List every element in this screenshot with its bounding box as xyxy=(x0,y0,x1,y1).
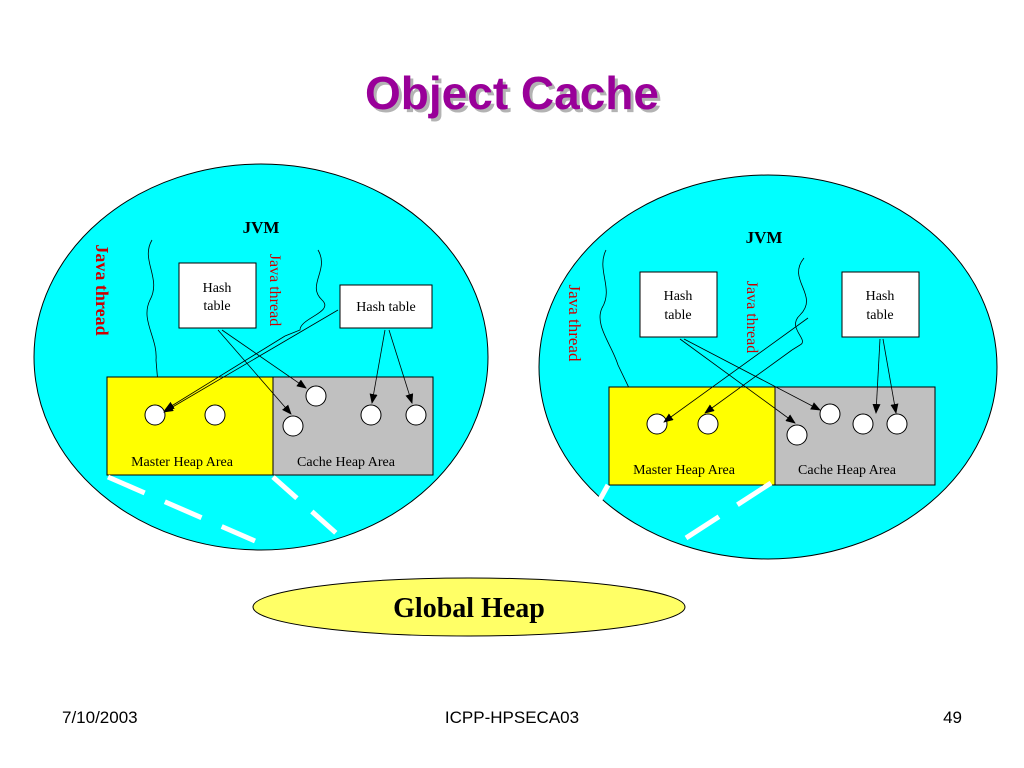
left-thread-label-inner: Java thread xyxy=(266,254,283,326)
right-thread-squiggle-1 xyxy=(599,249,655,441)
footer-date: 7/10/2003 xyxy=(62,708,138,727)
left-jvm: JVM Java thread Java thread Hash table H… xyxy=(33,163,489,551)
left-thread-squiggle-2 xyxy=(284,249,326,337)
left-reference-arrows xyxy=(163,309,414,415)
right-jvm: JVM Java thread Java thread Hash table H… xyxy=(538,174,998,560)
left-jvm-label: JVM xyxy=(243,218,280,237)
footer-conference: ICPP-HPSECA03 xyxy=(444,708,580,727)
left-object-4 xyxy=(305,385,327,407)
left-object-3 xyxy=(282,415,304,437)
right-object-4 xyxy=(819,403,841,425)
right-object-2 xyxy=(697,413,719,435)
global-heap: Global Heap xyxy=(252,577,686,637)
right-hash-table-1-line2: table xyxy=(664,308,691,323)
right-hash-table-2-line2: table xyxy=(866,308,893,323)
global-heap-ellipse xyxy=(252,577,686,637)
left-hash-table-2 xyxy=(339,284,433,329)
right-object-6 xyxy=(886,413,908,435)
left-object-1 xyxy=(144,404,166,426)
right-hash-table-2-line1: Hash xyxy=(866,289,895,304)
left-master-heap-label: Master Heap Area xyxy=(131,455,234,470)
global-heap-label: Global Heap xyxy=(393,593,545,624)
right-hash-table-1-line1: Hash xyxy=(664,289,693,304)
left-hash-table-1 xyxy=(178,262,257,329)
left-object-6 xyxy=(405,404,427,426)
left-hash-table-1-line2: table xyxy=(203,299,230,314)
right-object-5 xyxy=(852,413,874,435)
right-object-3 xyxy=(786,424,808,446)
right-jvm-label: JVM xyxy=(746,228,783,247)
left-global-heap-dashes xyxy=(107,474,347,544)
left-thread-squiggle-1 xyxy=(146,239,164,409)
left-object-5 xyxy=(360,404,382,426)
left-hash-table-1-line1: Hash xyxy=(203,281,232,296)
right-reference-arrows xyxy=(663,317,899,424)
left-cache-heap-label: Cache Heap Area xyxy=(297,455,396,470)
right-thread-squiggle-2 xyxy=(791,257,807,351)
right-global-heap-dashes xyxy=(594,480,773,541)
left-thread-label-bold: Java thread xyxy=(92,244,112,335)
right-cache-heap-label: Cache Heap Area xyxy=(798,463,897,478)
right-thread-label-1: Java thread xyxy=(565,285,584,362)
left-object-2 xyxy=(204,404,226,426)
right-hash-table-2 xyxy=(841,271,920,338)
right-thread-label-2: Java thread xyxy=(743,281,760,353)
right-hash-table-1 xyxy=(639,271,718,338)
slide-title: Object Cache xyxy=(365,67,659,119)
right-object-1 xyxy=(646,413,668,435)
footer-page-number: 49 xyxy=(943,708,962,727)
left-master-heap xyxy=(106,376,274,476)
left-hash-table-2-label: Hash table xyxy=(356,300,415,315)
right-master-heap xyxy=(608,386,776,486)
right-master-heap-label: Master Heap Area xyxy=(633,463,736,478)
